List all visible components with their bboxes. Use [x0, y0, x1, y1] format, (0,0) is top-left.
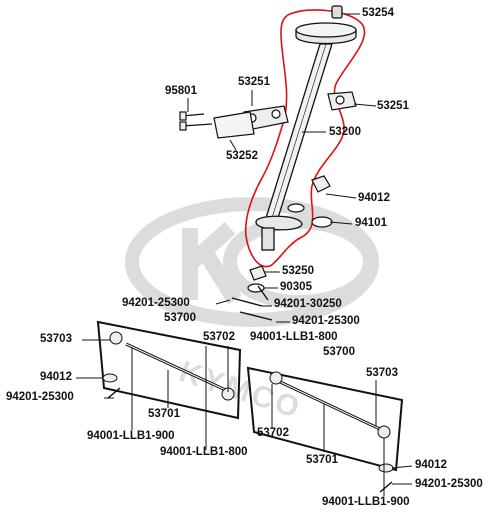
- part-label[interactable]: 94201-25300: [292, 315, 360, 327]
- part-label[interactable]: 53702: [203, 331, 235, 343]
- watermark-text: KYMCO: [175, 355, 306, 426]
- part-label[interactable]: 94012: [358, 192, 390, 204]
- part-label[interactable]: 53703: [366, 367, 398, 379]
- part-label[interactable]: 94201-25300: [6, 391, 74, 403]
- part-label[interactable]: 94001-LLB1-800: [160, 446, 248, 458]
- part-label[interactable]: 94201-25300: [415, 478, 483, 490]
- part-label[interactable]: 94001-LLB1-900: [87, 430, 175, 442]
- part-label[interactable]: 53700: [323, 346, 355, 358]
- part-label[interactable]: 94201-30250: [274, 298, 342, 310]
- part-label[interactable]: 53252: [226, 150, 258, 162]
- part-label[interactable]: 53701: [148, 408, 180, 420]
- part-label[interactable]: 53254: [362, 7, 394, 19]
- part-label[interactable]: 53702: [257, 427, 289, 439]
- part-label[interactable]: 90305: [280, 281, 312, 293]
- leader-lines: [76, 13, 413, 496]
- part-label[interactable]: 53251: [238, 76, 270, 88]
- part-label[interactable]: 94012: [415, 459, 447, 471]
- cotter-pins: [107, 285, 393, 493]
- part-label[interactable]: 94001-LLB1-900: [322, 496, 410, 508]
- part-label[interactable]: 94001-LLB1-800: [250, 331, 338, 343]
- part-label[interactable]: 53700: [164, 312, 196, 324]
- part-label[interactable]: 53701: [306, 454, 338, 466]
- part-label[interactable]: 95801: [165, 85, 197, 97]
- left-tie-rod-assembly: [96, 320, 242, 420]
- part-label[interactable]: 94201-25300: [122, 297, 190, 309]
- right-tie-rod-assembly: [246, 366, 404, 473]
- part-label[interactable]: 53251: [377, 100, 409, 112]
- part-label[interactable]: 94012: [40, 371, 72, 383]
- stem-clamps: [179, 91, 357, 293]
- part-label[interactable]: 53250: [282, 265, 314, 277]
- steering-stem: [255, 5, 357, 251]
- part-label[interactable]: 53703: [40, 333, 72, 345]
- part-label[interactable]: 53200: [329, 126, 361, 138]
- part-label[interactable]: 94101: [355, 217, 387, 229]
